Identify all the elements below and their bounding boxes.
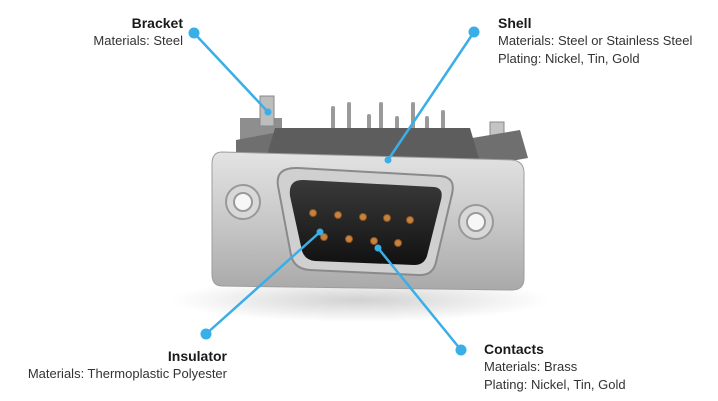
shell-materials: Materials: Steel or Stainless Steel	[498, 33, 693, 48]
shell-title: Shell	[498, 15, 532, 31]
shell-plating: Plating: Nickel, Tin, Gold	[498, 51, 640, 66]
mounting-holes	[225, 184, 494, 240]
contacts-title: Contacts	[484, 341, 544, 357]
contacts-callout: Contacts Materials: Brass Plating: Nicke…	[484, 340, 704, 394]
leader-dots	[188, 26, 480, 356]
housing	[265, 128, 480, 162]
insulator-title: Insulator	[167, 348, 227, 364]
insulator-callout: Insulator Materials: Thermoplastic Polye…	[0, 347, 227, 383]
contacts-materials: Materials: Brass	[484, 359, 578, 374]
contact-pins	[309, 209, 414, 247]
insulator-body	[289, 179, 442, 265]
leader-lines	[193, 31, 476, 351]
insulator-materials: Materials: Thermoplastic Polyester	[27, 366, 227, 381]
shell-callout: Shell Materials: Steel or Stainless Stee…	[498, 14, 716, 68]
bracket-title: Bracket	[131, 15, 183, 31]
contacts-plating: Plating: Nickel, Tin, Gold	[484, 377, 626, 392]
bracket-callout: Bracket Materials: Steel	[40, 14, 183, 50]
bracket-materials: Materials: Steel	[93, 33, 183, 48]
